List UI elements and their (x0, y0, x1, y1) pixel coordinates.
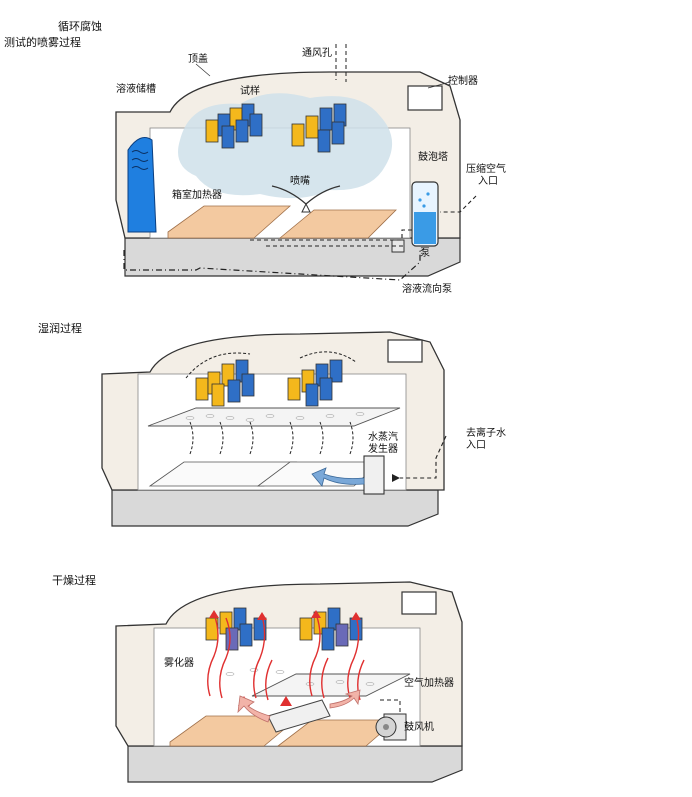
spray-heater-right (278, 209, 397, 239)
label-bubble-tower: 鼓泡塔 (418, 152, 448, 163)
drying-flow-right (329, 689, 361, 709)
label-steam-gen-2: 发生器 (368, 444, 398, 455)
label-specimens: 试样 (240, 86, 260, 97)
drying-base (127, 745, 463, 783)
wetting-tray (147, 407, 401, 427)
spray-flow-loop (123, 248, 421, 281)
spray-title-line1: 循环腐蚀 (58, 20, 102, 33)
label-vent: 通风孔 (302, 48, 332, 59)
wetting-specimens-left (195, 359, 255, 407)
air-heater-tube (267, 699, 331, 733)
label-nozzle: 喷嘴 (290, 176, 310, 187)
spray-vent-line (335, 44, 347, 82)
drying-tray (251, 673, 411, 697)
label-atomizer: 雾化器 (164, 658, 194, 669)
label-controller: 控制器 (448, 76, 478, 87)
label-air-heater: 空气加热器 (404, 678, 454, 689)
blower (375, 713, 407, 741)
steam-flow-arrow (311, 467, 365, 487)
label-di-water-1: 去离子水 (466, 428, 506, 439)
steam-generator (363, 455, 385, 495)
wetting-specimens-right (287, 359, 343, 407)
label-chamber-heater: 箱室加热器 (172, 190, 222, 201)
wetting-title: 湿润过程 (38, 322, 82, 335)
hot-air-arrows (207, 613, 365, 701)
label-blower: 鼓风机 (404, 722, 434, 733)
spray-controller (407, 85, 443, 111)
blower-inlet-line (380, 699, 401, 714)
label-top-cover: 顶盖 (188, 54, 208, 65)
spray-specimens-left (205, 103, 263, 149)
label-compressed-air-2: 入口 (478, 176, 498, 187)
label-steam-gen-1: 水蒸汽 (368, 432, 398, 443)
drying-specimens-left (205, 607, 267, 651)
spray-base (124, 237, 461, 277)
spray-title-line2: 测试的喷雾过程 (4, 36, 81, 49)
label-pump: 泵 (420, 248, 430, 259)
drying-flow-left (237, 695, 271, 723)
spray-specimens-right (291, 103, 347, 153)
drying-specimens-right (299, 607, 363, 651)
drying-controller (401, 591, 437, 615)
spray-reservoir (127, 137, 157, 233)
drying-title: 干燥过程 (52, 574, 96, 587)
drying-heater-left (169, 715, 302, 747)
label-solution-pump: 溶液流向泵 (402, 284, 452, 295)
spray-nozzle (301, 202, 311, 213)
spray-mist-cloud (178, 93, 393, 199)
label-reservoir: 溶液储槽 (116, 84, 156, 95)
label-compressed-air-1: 压缩空气 (466, 164, 506, 175)
spray-heater-left (167, 205, 292, 239)
label-di-water-2: 入口 (466, 440, 486, 451)
drying-diagram (115, 581, 463, 783)
wetting-controller (387, 339, 423, 363)
compressed-air-line (440, 195, 477, 213)
spray-diagram (115, 44, 477, 281)
wetting-base (111, 489, 439, 527)
wetting-diagram (101, 331, 447, 527)
